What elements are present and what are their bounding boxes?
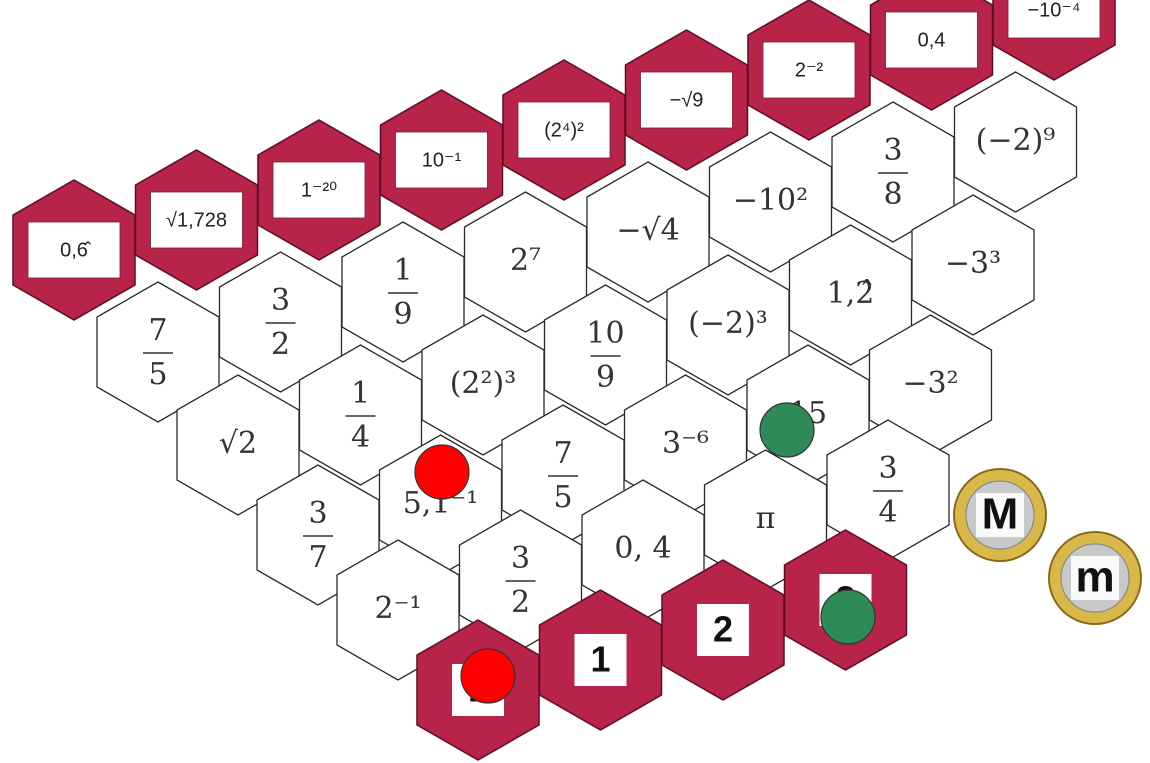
piece-disc xyxy=(461,649,515,703)
cell-value: (2²)³ xyxy=(450,366,517,401)
cell-value: (−2)⁹ xyxy=(976,123,1056,158)
cell-value: −10⁻⁴ xyxy=(1027,0,1080,21)
cell-value: √1,728 xyxy=(166,209,227,231)
cell-value: −3³ xyxy=(945,246,1001,281)
goal-number: 2 xyxy=(713,609,733,650)
cell-value: 0, 4 xyxy=(614,531,671,566)
top-red-hex[interactable]: (2⁴)² xyxy=(503,60,625,200)
cell-value: √2 xyxy=(219,426,257,461)
denominator: 9 xyxy=(393,297,412,332)
cell-value: −3² xyxy=(902,366,958,401)
numerator: 3 xyxy=(883,133,902,168)
numerator: 1 xyxy=(393,253,412,288)
green-piece[interactable] xyxy=(821,590,875,644)
coin-letter: m xyxy=(1075,553,1114,602)
denominator: 7 xyxy=(308,540,327,575)
denominator: 4 xyxy=(351,420,370,455)
cell-value: 2⁻¹ xyxy=(375,591,422,626)
cell-value: 1,2̂ xyxy=(827,276,875,311)
cell-value: (−2)³ xyxy=(688,306,768,341)
denominator: 4 xyxy=(878,495,897,530)
cell-value: 2⁻² xyxy=(795,59,824,81)
cell-value: −√9 xyxy=(670,89,704,111)
denominator: 5 xyxy=(148,357,167,392)
cell-value: 3⁻⁶ xyxy=(662,426,709,461)
top-red-hex[interactable]: 10⁻¹ xyxy=(381,90,503,230)
top-red-hex[interactable]: −10⁻⁴ xyxy=(993,0,1115,80)
cell-value: π xyxy=(756,501,776,536)
top-red-hex[interactable]: 0,6̂ xyxy=(13,180,135,320)
numerator: 3 xyxy=(308,496,327,531)
coin-m[interactable]: m xyxy=(1049,532,1141,624)
numerator: 7 xyxy=(553,436,572,471)
green-piece[interactable] xyxy=(760,403,814,457)
piece-disc xyxy=(760,403,814,457)
coin-letter: M xyxy=(982,490,1019,539)
coin-M[interactable]: M xyxy=(954,469,1046,561)
cell-value: 2⁷ xyxy=(510,243,541,278)
denominator: 8 xyxy=(883,177,902,212)
cell-value: 10⁻¹ xyxy=(422,149,462,171)
red-piece[interactable] xyxy=(461,649,515,703)
cell-value: 0,4 xyxy=(918,29,946,51)
cell-value: −√4 xyxy=(616,213,679,248)
goal-number: 1 xyxy=(590,639,610,680)
piece-disc xyxy=(415,445,469,499)
top-red-hex[interactable]: −√9 xyxy=(626,30,748,170)
cell-value: −10² xyxy=(733,183,808,218)
cell-value: 1⁻²⁰ xyxy=(301,179,337,201)
denominator: 5 xyxy=(553,480,572,515)
numerator: 7 xyxy=(148,313,167,348)
denominator: 9 xyxy=(596,360,615,395)
numerator: 3 xyxy=(511,541,530,576)
cell-value: 0,6̂ xyxy=(60,239,92,261)
numerator: 3 xyxy=(271,283,290,318)
top-red-hex[interactable]: 0,4 xyxy=(871,0,993,110)
board-hex[interactable]: (−2)⁹ xyxy=(955,72,1077,212)
denominator: 2 xyxy=(511,585,530,620)
piece-disc xyxy=(821,590,875,644)
numerator: 10 xyxy=(586,316,624,351)
top-red-hex[interactable]: 1⁻²⁰ xyxy=(258,120,380,260)
cell-value: (2⁴)² xyxy=(544,119,584,141)
numerator: 1 xyxy=(351,376,370,411)
numerator: 3 xyxy=(878,451,897,486)
denominator: 2 xyxy=(271,327,290,362)
red-piece[interactable] xyxy=(415,445,469,499)
top-red-hex[interactable]: √1,728 xyxy=(136,150,258,290)
top-red-hex[interactable]: 2⁻² xyxy=(748,0,870,140)
